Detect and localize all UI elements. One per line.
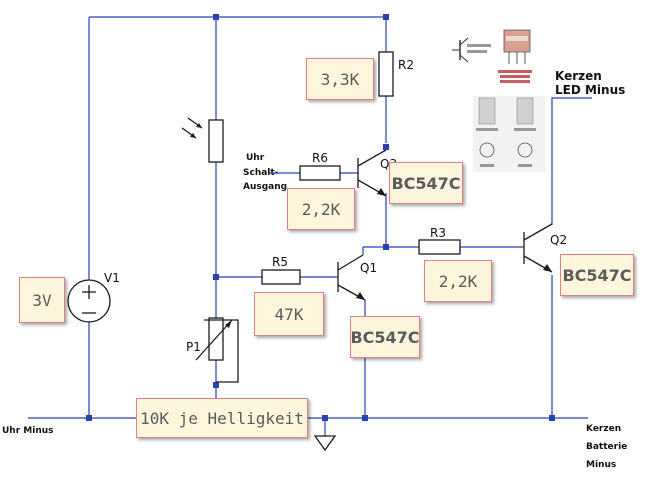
to92-package-thumbnail (498, 29, 532, 83)
q2-type-note: BC547C (560, 254, 634, 296)
r3-label: R3 (430, 226, 446, 240)
p1-note: 10K je Helligkeit (136, 398, 308, 438)
r6-value-note: 2,2K (287, 188, 355, 230)
kerzen-batterie-label-2: Batterie (586, 442, 627, 452)
ldr-photoresistor (181, 117, 224, 163)
uhr-schalt-label-2: Schalt- (243, 168, 279, 178)
r3-value-note: 2,2K (424, 260, 492, 302)
v1-label: V1 (104, 271, 120, 285)
r6-resistor (299, 165, 341, 181)
q2-transistor (523, 223, 553, 273)
r2-value-note: 3,3K (306, 58, 374, 100)
q3-type-note: BC547C (389, 162, 463, 204)
q2-label: Q2 (550, 233, 567, 247)
r5-value-note: 47K (254, 292, 324, 336)
r5-label: R5 (272, 255, 288, 269)
kerzen-batterie-label-1: Kerzen (586, 424, 621, 434)
q1-transistor (337, 254, 366, 301)
ground-symbol (313, 435, 337, 452)
v1-voltage-source (67, 279, 111, 323)
transistor-symbol-thumbnail (452, 37, 491, 63)
r6-label: R6 (312, 151, 328, 165)
p1-label: P1 (186, 340, 201, 354)
q3-transistor (357, 149, 387, 197)
r2-label: R2 (398, 58, 414, 72)
kerzen-batterie-label-3: Minus (586, 460, 616, 470)
uhr-schalt-label-3: Ausgang (243, 182, 287, 192)
wires (28, 16, 592, 436)
kerzen-led-label-2: LED Minus (555, 83, 625, 97)
npn-pnp-pinout-thumbnail (473, 96, 545, 172)
uhr-schalt-label-1: Uhr (246, 153, 265, 163)
kerzen-led-label-1: Kerzen (555, 69, 602, 83)
q1-label: Q1 (360, 261, 377, 275)
v1-value-note: 3V (19, 277, 65, 323)
pinout-reference-images (452, 29, 545, 172)
p1-potentiometer (195, 317, 239, 383)
r2-resistor (378, 51, 394, 97)
uhr-minus-label: Uhr Minus (2, 426, 54, 436)
r3-resistor (418, 239, 461, 255)
r5-resistor (261, 269, 301, 285)
q1-type-note: BC547C (350, 316, 420, 358)
